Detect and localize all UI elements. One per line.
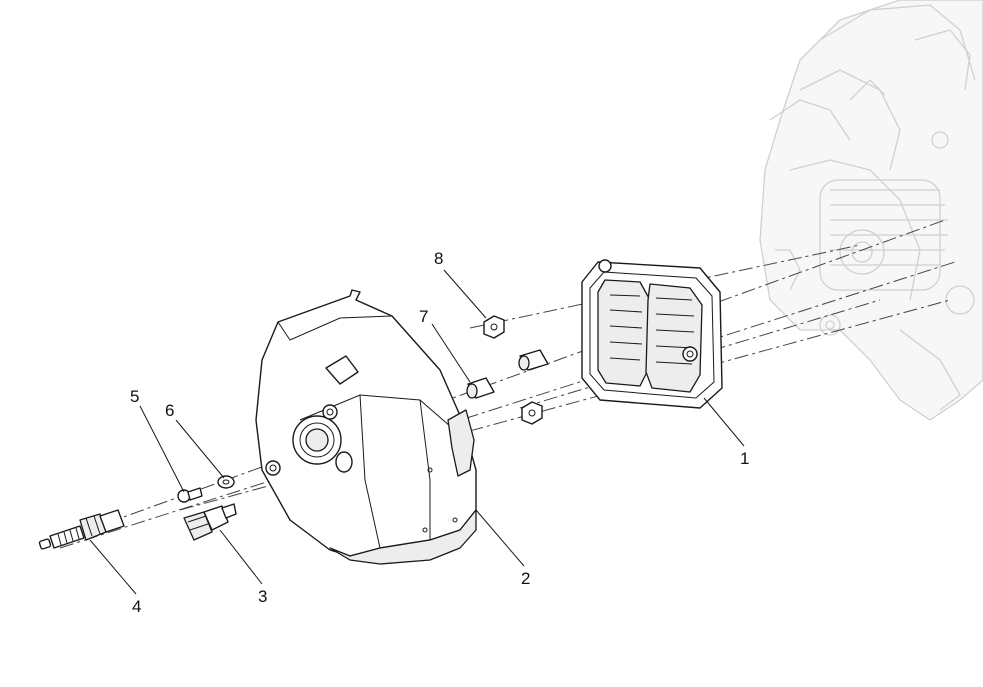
cylinder-head-cover	[581, 259, 723, 409]
washer	[217, 475, 235, 489]
leader-lines	[89, 269, 745, 595]
engine-block-ghost	[759, 0, 983, 421]
callout-5: 5	[130, 387, 139, 406]
callout-6: 6	[165, 401, 174, 420]
callout-7: 7	[419, 307, 428, 326]
nut	[483, 315, 543, 425]
callout-8: 8	[434, 249, 443, 268]
callout-1: 1	[740, 449, 749, 468]
screw	[177, 487, 203, 503]
threaded-fitting	[38, 509, 125, 550]
callout-4: 4	[132, 597, 141, 616]
spacer-bushing	[466, 349, 549, 399]
callout-3: 3	[258, 587, 267, 606]
cooling-shroud	[255, 289, 477, 565]
temperature-sensor	[183, 503, 237, 541]
callout-2: 2	[521, 569, 530, 588]
